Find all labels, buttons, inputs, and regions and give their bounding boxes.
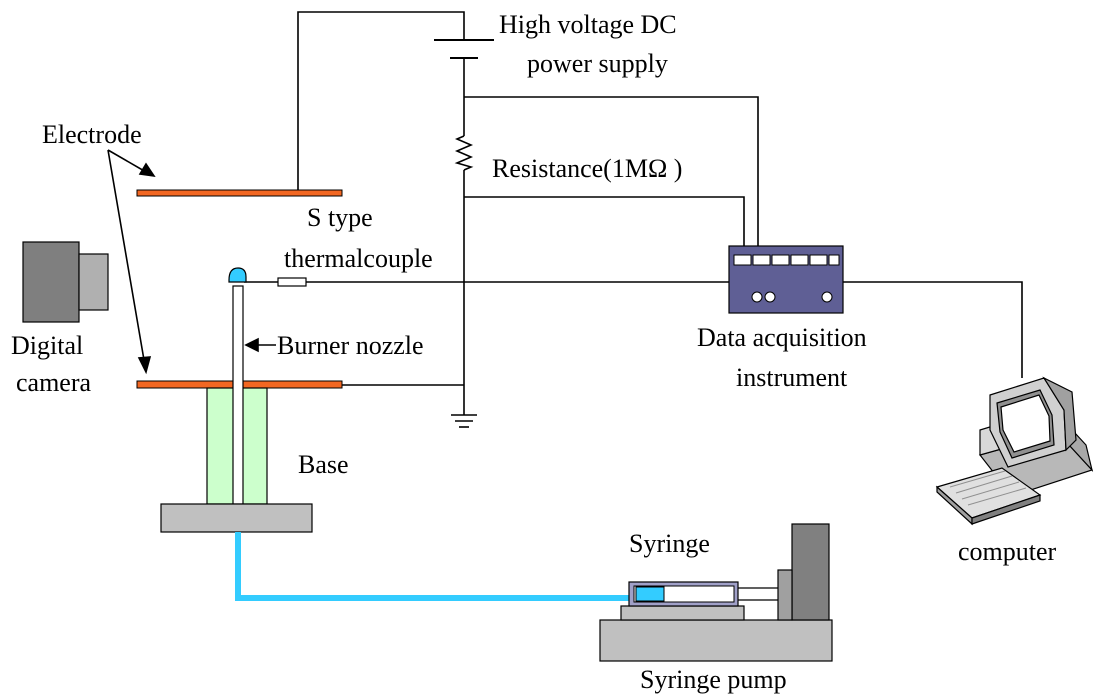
wiring bbox=[244, 11, 1023, 415]
base-label: Base bbox=[298, 450, 349, 479]
resistor-icon bbox=[454, 135, 474, 171]
top-electrode bbox=[136, 189, 343, 197]
camera-label-line2: camera bbox=[16, 368, 92, 397]
data-acquisition-instrument bbox=[728, 245, 844, 314]
electrode-pointer-arrows bbox=[107, 149, 156, 375]
digital-camera-icon bbox=[22, 241, 109, 323]
daq-display-segments bbox=[733, 254, 840, 266]
syringe-fluid bbox=[635, 586, 665, 602]
syringe-pump-carriage bbox=[620, 605, 745, 621]
daq-label-line2: instrument bbox=[736, 363, 848, 392]
thermocouple-label-line2: thermalcouple bbox=[284, 244, 433, 273]
battery-icon bbox=[434, 39, 494, 59]
power-supply-label-line2: power supply bbox=[527, 49, 668, 78]
power-supply-label-line1: High voltage DC bbox=[499, 10, 677, 39]
thermocouple-connector bbox=[277, 277, 307, 287]
daq-knobs bbox=[751, 291, 833, 303]
thermocouple-label-line1: S type bbox=[307, 203, 373, 232]
wire-resistor-to-daq bbox=[464, 196, 745, 246]
syringe-pump-pusher bbox=[777, 569, 793, 621]
syringe-plunger-rods bbox=[738, 587, 778, 601]
syringe-label: Syringe bbox=[629, 529, 710, 558]
fuel-line bbox=[235, 532, 632, 601]
thermocouple-bead bbox=[228, 267, 247, 283]
desktop-computer-icon bbox=[935, 376, 1094, 526]
syringe-pump-column bbox=[791, 523, 830, 621]
electrode-label: Electrode bbox=[42, 120, 142, 149]
syringe-pump-label: Syringe pump bbox=[640, 665, 787, 694]
base-plate bbox=[160, 503, 313, 533]
wire-electrode-to-supply bbox=[297, 11, 465, 190]
ground-icon bbox=[451, 414, 477, 428]
burner-nozzle-arrow bbox=[244, 337, 276, 353]
burner-nozzle bbox=[232, 285, 244, 505]
daq-label-line1: Data acquisition bbox=[697, 323, 867, 352]
burner-nozzle-label: Burner nozzle bbox=[277, 331, 424, 360]
resistance-label: Resistance(1MΩ ) bbox=[492, 154, 682, 183]
computer-label: computer bbox=[958, 537, 1057, 566]
camera-label-line1: Digital bbox=[11, 331, 83, 360]
wire-daq-to-computer bbox=[843, 281, 1023, 378]
wire-supply-to-daq bbox=[464, 96, 759, 246]
syringe-pump-base bbox=[599, 619, 833, 662]
